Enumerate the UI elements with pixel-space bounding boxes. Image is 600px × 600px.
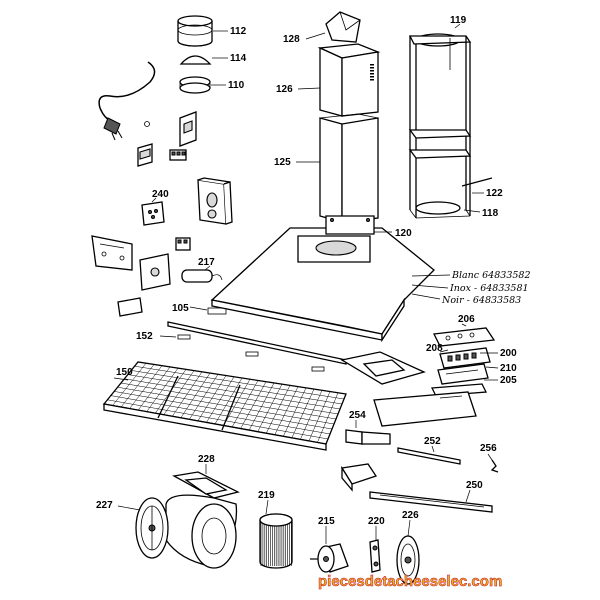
label-205: 205 [500,375,517,386]
mounting-plate [340,351,426,385]
label-126: 126 [276,84,293,95]
part-254-bracket [345,429,391,445]
label-112: 112 [230,26,247,37]
part-150-grease-filter [102,361,347,451]
label-240: 240 [152,189,169,200]
part-206-control-panel [433,327,496,347]
blower-housing [165,494,238,569]
label-252: 252 [424,436,441,447]
label-217: 217 [198,257,215,268]
label-119: 119 [450,15,467,26]
terminal-block-small [169,149,187,161]
label-125: 125 [274,157,291,168]
part-256-clip [490,459,499,473]
label-152: 152 [136,331,153,342]
label-128: 128 [283,34,300,45]
part-110-ring [179,76,211,94]
part-119-frame [408,33,472,219]
label-226: 226 [402,510,419,521]
label-210: 210 [500,363,517,374]
part-126-upper-chimney [317,43,381,117]
junction-box [340,463,378,492]
part-114-flap [179,55,212,65]
label-208: 208 [426,343,443,354]
label-105: 105 [172,303,189,314]
part-125-lower-chimney [319,113,379,223]
screw [144,121,150,127]
part-215-motor [310,543,349,573]
label-120: 120 [395,228,412,239]
part-205-cover [430,383,488,397]
part-240-plate [141,201,165,226]
variant-inox: Inox - 64833581 [449,283,529,294]
label-256: 256 [480,443,497,454]
label-114: 114 [230,53,247,64]
label-219: 219 [258,490,275,501]
part-128-deflector [325,11,361,43]
control-box [197,177,233,225]
part-217-capacitor [181,269,223,283]
part-112-collar [177,15,213,47]
part-105-lamp [207,307,227,315]
part-120-hood-canopy [210,215,435,343]
part-122-rod [461,177,493,187]
label-122: 122 [486,188,503,199]
switch-block [137,143,153,167]
label-250: 250 [466,480,483,491]
switch-module [117,297,143,317]
part-219-impeller [259,513,293,569]
label-254: 254 [349,410,366,421]
label-150: 150 [116,367,133,378]
watermark: piecesdetacheeselec.com [318,573,502,590]
label-228: 228 [198,454,215,465]
part-210-pcb [437,363,489,385]
variant-notes: Blanc 64833582 Inox - 64833581 Noir - 64… [411,270,531,306]
label-200: 200 [500,348,517,359]
part-252-rail [397,447,461,465]
variant-blanc: Blanc 64833582 [451,270,531,281]
part-220-bracket [369,539,381,573]
label-110: 110 [228,80,245,91]
part-250-strip [369,491,493,513]
label-118: 118 [482,208,499,219]
capacitor-plate [139,253,171,291]
switch-housing [179,111,197,147]
light-rail [167,321,347,372]
terminal-block [175,237,191,251]
label-215: 215 [318,516,335,527]
part-227-inlet-cover [135,497,169,559]
power-cord [98,61,156,141]
label-220: 220 [368,516,385,527]
variant-noir: Noir - 64833583 [441,295,521,306]
part-200-switch-board [439,347,491,369]
mounting-bracket [91,235,133,271]
part-228-flange [172,471,240,499]
label-227: 227 [96,500,113,511]
front-trim [373,391,477,427]
label-206: 206 [458,314,475,325]
